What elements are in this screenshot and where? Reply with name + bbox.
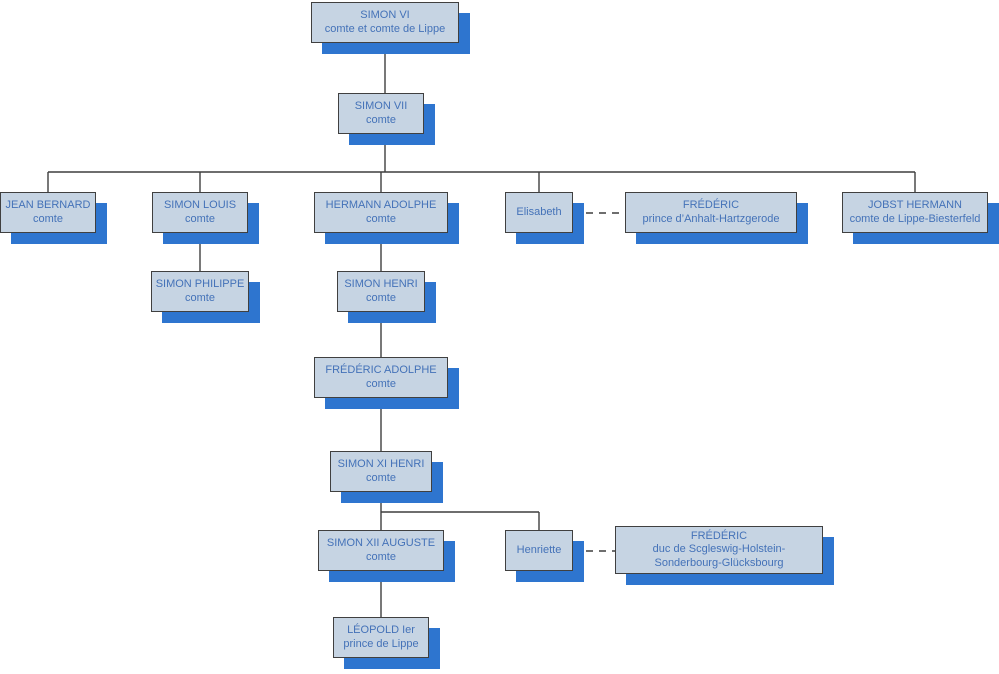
node-title: FRÉDÉRIC ADOLPHE [325, 364, 437, 376]
node-title: SIMON PHILIPPE [155, 278, 245, 290]
node-subtitle: comte [366, 113, 396, 126]
node-title: SIMON VII [354, 100, 408, 112]
node-title: LÉOPOLD Ier [347, 624, 415, 636]
node-subtitle: comte [366, 212, 396, 225]
node-subtitle: comte [366, 550, 396, 563]
node-subtitle: comte [185, 212, 215, 225]
node-subtitle: comte de Lippe-Biesterfeld [849, 212, 981, 225]
node-subtitle: comte et comte de Lippe [324, 22, 446, 35]
node-subtitle: comte [366, 377, 396, 390]
node-title: Elisabeth [516, 205, 562, 218]
node-subtitle: prince de Lippe [343, 637, 419, 650]
node-title: FRÉDÉRIC [690, 529, 748, 542]
node-box[interactable]: Elisabeth [505, 192, 573, 233]
node-subtitle: comte [366, 471, 396, 484]
node-subtitle: comte [33, 212, 63, 225]
node-subtitle: comte [366, 291, 396, 304]
node-title: FRÉDÉRIC [682, 199, 740, 211]
node-title: Henriette [516, 543, 562, 556]
node-elisabeth[interactable]: Elisabeth [505, 192, 584, 244]
node-title: SIMON XII AUGUSTE [326, 537, 436, 549]
node-title: JOBST HERMANN [868, 199, 962, 211]
node-subtitle: prince d’Anhalt-Hartzgerode [642, 212, 780, 225]
node-henriette[interactable]: Henriette [505, 530, 584, 582]
node-title: HERMANN ADOLPHE [325, 199, 437, 211]
node-title: SIMON VI [360, 9, 410, 21]
node-title: SIMON XI HENRI [337, 458, 425, 470]
node-subtitle: comte [185, 291, 215, 304]
node-title: SIMON LOUIS [163, 199, 237, 211]
node-title: SIMON HENRI [344, 278, 418, 290]
node-box[interactable]: Henriette [505, 530, 573, 571]
node-title: JEAN BERNARD [5, 199, 91, 211]
node-subtitle: duc de Scgleswig-Holstein-Sonderbourg-Gl… [652, 543, 786, 569]
